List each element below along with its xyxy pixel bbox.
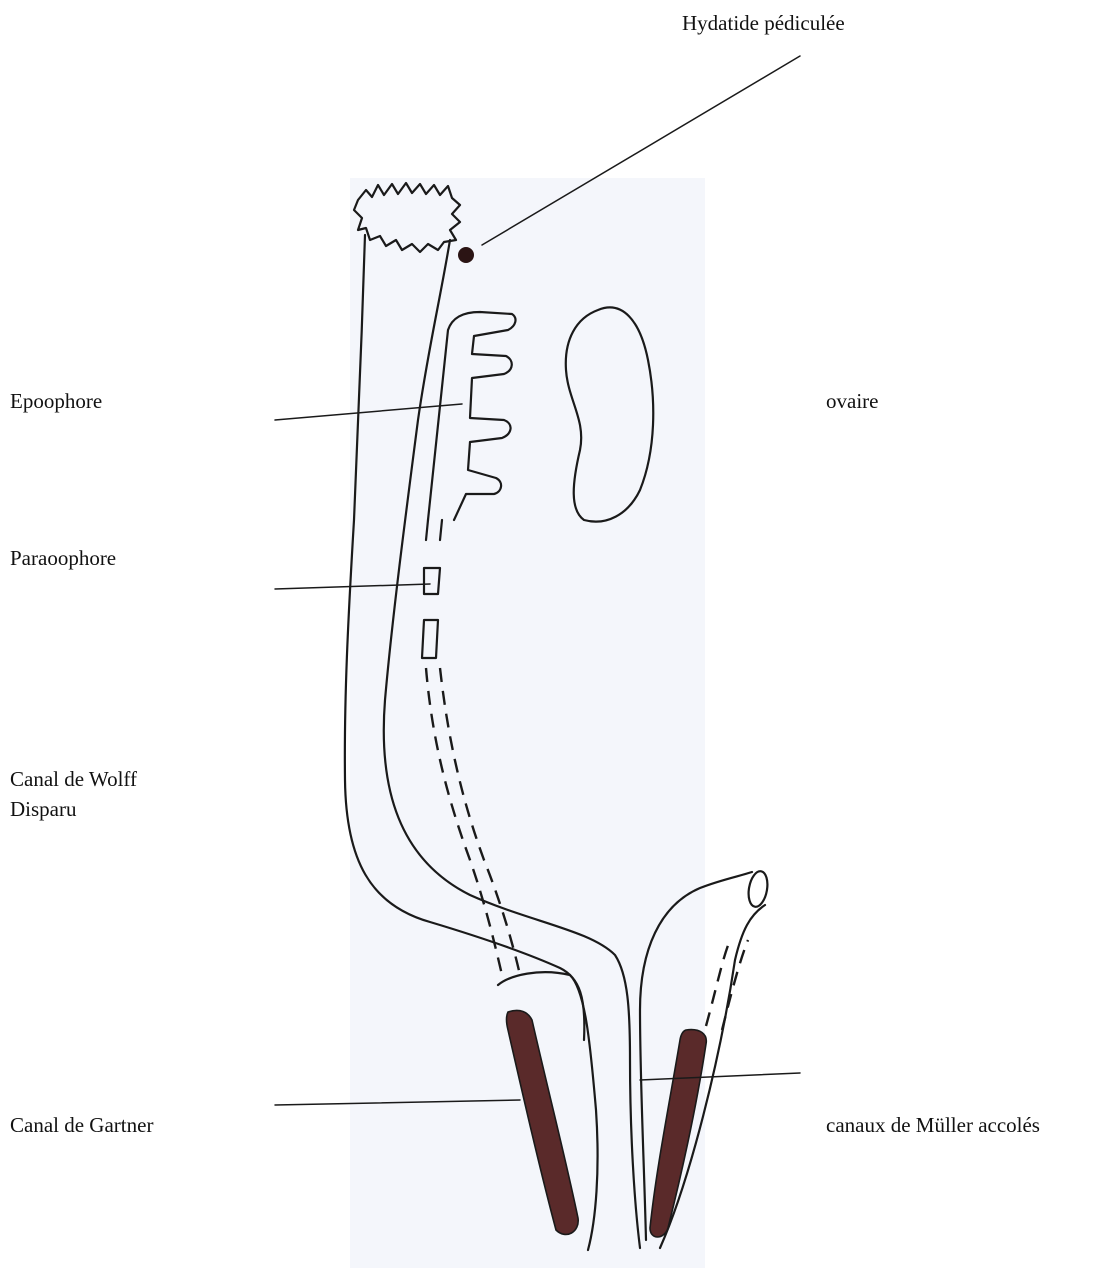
label-gartner: Canal de Gartner <box>10 1110 153 1140</box>
muller-duct-opening <box>746 870 770 909</box>
hydatide-dot <box>458 247 474 263</box>
label-wolff-line2: Disparu <box>10 794 77 824</box>
label-ovaire: ovaire <box>826 386 878 416</box>
label-paraoophore: Paraoophore <box>10 543 116 573</box>
label-wolff-line1: Canal de Wolff <box>10 764 137 794</box>
label-epoophore: Epoophore <box>10 386 102 416</box>
label-hydatide: Hydatide pédiculée <box>682 8 845 38</box>
label-muller: canaux de Müller accolés <box>826 1110 1040 1140</box>
